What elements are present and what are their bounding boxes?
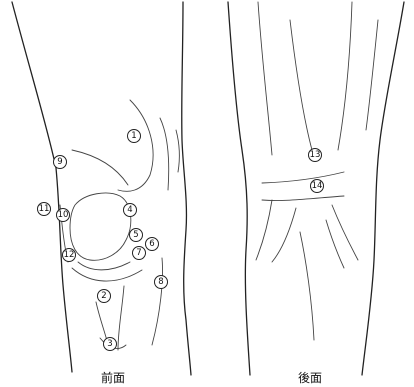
front-tibia-mid <box>118 286 124 350</box>
marker-11: 11 <box>38 203 51 216</box>
marker-14: 14 <box>311 180 324 193</box>
marker-9: 9 <box>54 156 67 169</box>
marker-5: 5 <box>130 229 143 242</box>
front-outline-right <box>182 2 191 375</box>
front-vastus-short <box>176 130 179 172</box>
marker-3: 3 <box>104 338 117 351</box>
back-calf-right <box>332 205 358 260</box>
svg-text:3: 3 <box>107 339 112 349</box>
svg-text:13: 13 <box>310 150 321 160</box>
back-popliteal-bottom <box>262 196 344 201</box>
marker-2: 2 <box>98 290 111 303</box>
front-view <box>12 2 191 375</box>
back-hamstring-far <box>366 20 378 130</box>
front-patella <box>70 193 131 260</box>
back-hamstring-left <box>258 2 272 155</box>
marker-8: 8 <box>155 276 168 289</box>
svg-text:6: 6 <box>149 239 154 249</box>
svg-text:9: 9 <box>57 157 62 167</box>
front-quad-line <box>72 150 128 185</box>
front-outline-left <box>12 2 72 372</box>
back-outline-right <box>362 2 404 375</box>
back-calf-left <box>256 200 272 260</box>
marker-6: 6 <box>146 238 159 251</box>
back-calf-inner <box>272 208 296 262</box>
svg-text:11: 11 <box>39 204 50 214</box>
marker-13: 13 <box>309 149 322 162</box>
marker-7: 7 <box>133 247 146 260</box>
svg-text:7: 7 <box>136 248 141 258</box>
front-quad-curve <box>118 100 153 191</box>
svg-text:8: 8 <box>158 277 163 287</box>
front-vastus-right <box>160 118 169 190</box>
front-tendon-upper <box>78 262 130 270</box>
svg-text:1: 1 <box>131 131 136 141</box>
marker-1: 1 <box>128 130 141 143</box>
back-hamstring-mid <box>290 20 312 150</box>
back-calf-center <box>300 232 314 340</box>
front-shin-right <box>152 258 163 345</box>
svg-text:2: 2 <box>101 291 106 301</box>
svg-text:14: 14 <box>312 181 323 191</box>
svg-text:12: 12 <box>64 250 75 260</box>
back-hamstring-right <box>338 2 352 150</box>
svg-text:5: 5 <box>133 230 138 240</box>
marker-10: 10 <box>57 209 70 222</box>
back-popliteal-top <box>262 172 344 183</box>
svg-text:10: 10 <box>58 210 69 220</box>
caption-front: 前面 <box>101 370 125 385</box>
marker-4: 4 <box>124 204 137 217</box>
caption-back: 後面 <box>298 371 322 385</box>
marker-12: 12 <box>63 249 76 262</box>
svg-text:4: 4 <box>127 205 132 215</box>
back-outline-left <box>228 2 250 375</box>
markers: 1 2 3 4 5 6 7 8 <box>38 130 324 351</box>
